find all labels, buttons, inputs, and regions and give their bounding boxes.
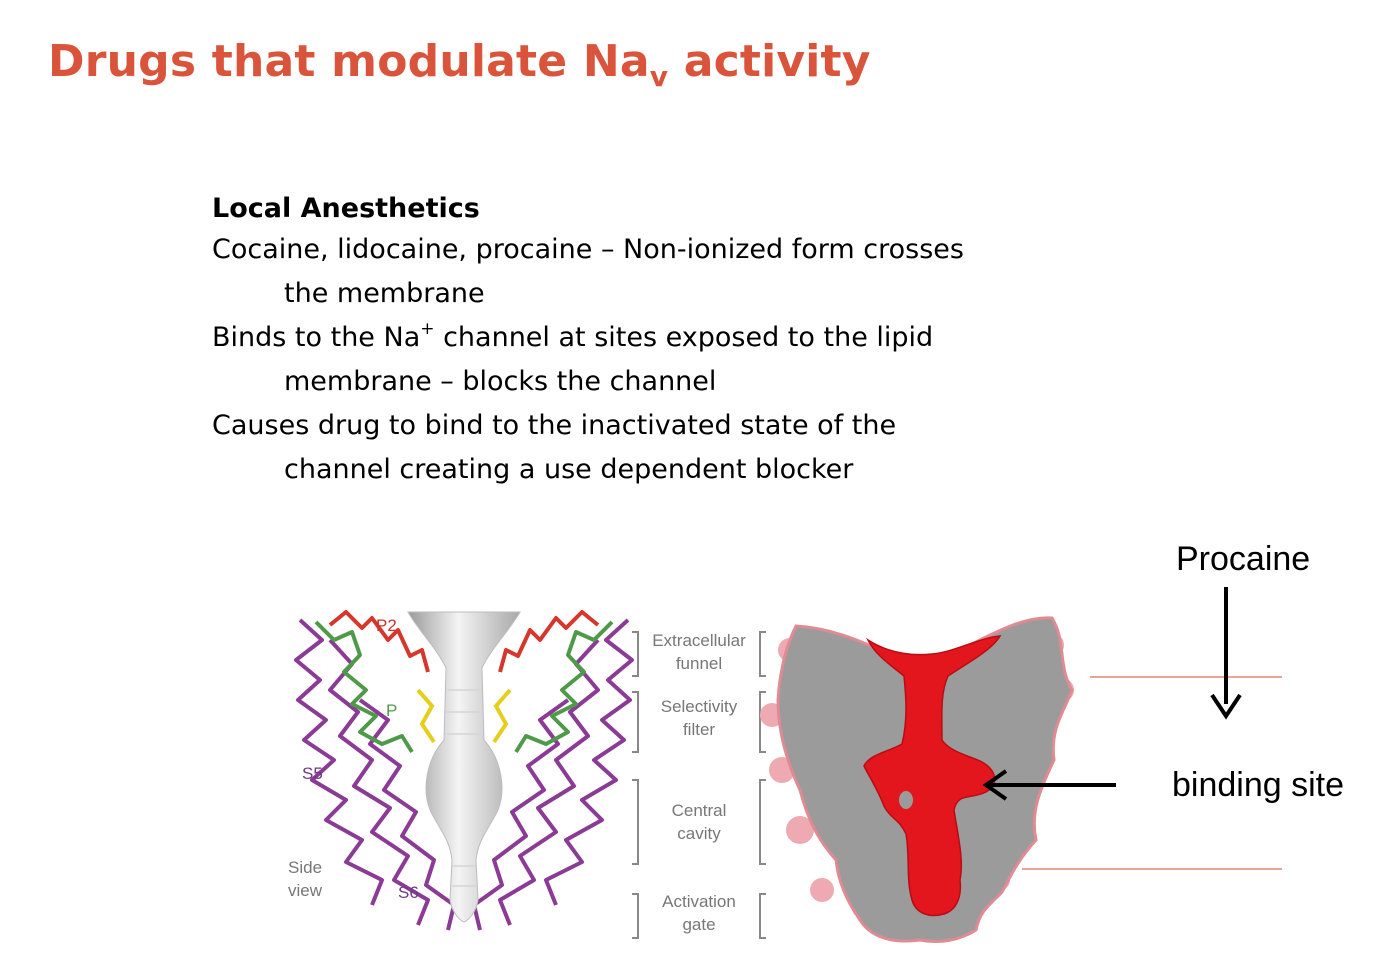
p-helices (314, 620, 614, 754)
text-line-2: the membrane (284, 278, 485, 309)
region-extracellular-line1: Extracellular (652, 631, 746, 650)
label-s6: S6 (398, 883, 419, 902)
cavity-gap (899, 791, 913, 809)
label-view: view (288, 881, 323, 900)
pore-segment-lines (445, 689, 483, 887)
text-line-1: Cocaine, lidocaine, procaine – Non-ioniz… (212, 234, 964, 265)
channel-side-view: P2 P S5 S6 Side view (288, 610, 634, 931)
title-suffix: activity (668, 36, 871, 87)
region-labels: Extracellular funnel Selectivity filter … (632, 631, 766, 939)
text-line-3a: Binds to the Na (212, 322, 421, 353)
region-central-line1: Central (672, 801, 727, 820)
label-p: P (386, 701, 397, 720)
region-selectivity-line2: filter (683, 720, 715, 739)
slide-title: Drugs that modulate Nav activity (48, 36, 871, 93)
pore-surface (407, 611, 521, 923)
pore-cavity (863, 635, 1002, 917)
text-line-3b: channel at sites exposed to the lipid (434, 322, 934, 353)
label-p2: P2 (376, 616, 397, 635)
region-extracellular-line2: funnel (676, 654, 722, 673)
region-activation-line2: gate (682, 915, 715, 934)
procaine-label: Procaine (1176, 540, 1311, 578)
down-arrow (1210, 587, 1242, 720)
section-heading: Local Anesthetics (212, 193, 480, 224)
s5-s6-helices (294, 618, 634, 931)
binding-site-label: binding site (1172, 766, 1345, 804)
channel-cross-section (760, 616, 1074, 944)
text-line-3: Binds to the Na+ channel at sites expose… (212, 316, 1092, 360)
superscript-plus: + (420, 319, 435, 339)
title-subscript: v (649, 60, 669, 93)
text-line-5: Causes drug to bind to the inactivated s… (212, 410, 897, 441)
bullet-text-block: Local Anesthetics Cocaine, lidocaine, pr… (212, 190, 1092, 492)
text-line-6: channel creating a use dependent blocker (284, 454, 854, 485)
region-central-line2: cavity (677, 824, 721, 843)
label-side: Side (288, 858, 322, 877)
left-arrow (982, 769, 1116, 801)
region-activation-line1: Activation (662, 892, 736, 911)
selectivity-filter-residues (416, 688, 512, 744)
title-text: Drugs that modulate Na (48, 36, 650, 87)
region-brackets (632, 631, 766, 939)
text-line-4: membrane – blocks the channel (284, 366, 717, 397)
region-selectivity-line1: Selectivity (661, 697, 738, 716)
p2-loops (328, 610, 600, 673)
label-s5: S5 (302, 764, 323, 783)
